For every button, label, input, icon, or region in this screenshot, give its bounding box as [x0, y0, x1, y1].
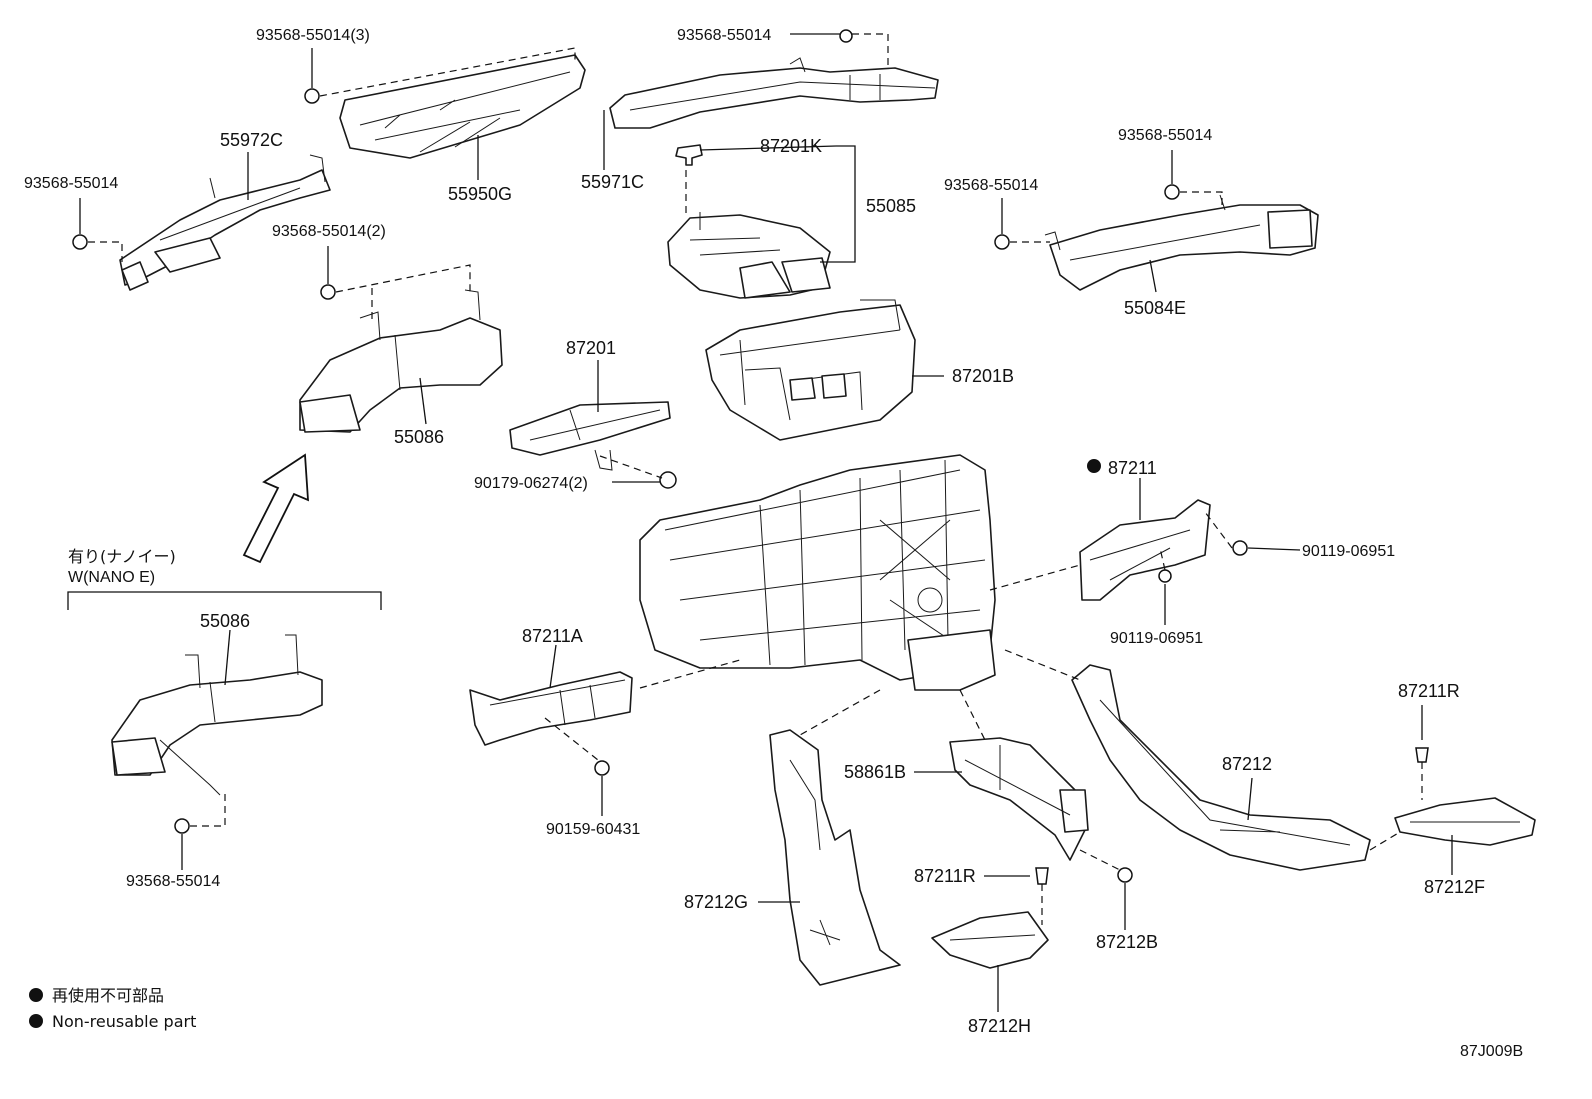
label-93568-55014-left: 93568-55014: [24, 175, 118, 192]
label-87211r-right: 87211R: [1398, 681, 1460, 701]
arrow-icon: [242, 453, 309, 564]
label-93568-55014-r1: 93568-55014: [1118, 127, 1212, 144]
label-87211a: 87211A: [522, 626, 583, 646]
label-93568-55014-top: 93568-55014: [677, 27, 771, 44]
label-90119-06951-b: 90119-06951: [1110, 630, 1203, 647]
part-labels: 93568-55014(3) 93568-55014 55972C 93568-…: [24, 27, 1485, 1036]
label-55950g: 55950G: [448, 184, 512, 204]
label-58861b: 58861B: [844, 762, 906, 782]
variant-label-jp: 有り(ナノイー): [68, 547, 176, 566]
bolt-icon-93568-55014-r2: [994, 234, 1010, 250]
part-55950g-drawing: [339, 54, 586, 159]
label-87201: 87201: [566, 338, 616, 358]
label-87212b: 87212B: [1096, 932, 1158, 952]
part-55085-drawing: [667, 212, 831, 299]
part-87212-drawing: [1071, 664, 1371, 871]
label-87211r-mid: 87211R: [914, 866, 976, 886]
bolt-icon-93568-55014-3: [304, 88, 320, 104]
assembly-lines: [88, 33, 1423, 925]
diagram-code: 87J009B: [1460, 1043, 1523, 1060]
label-87212g: 87212G: [684, 892, 748, 912]
legend: 再使用不可部品 Non-reusable part: [29, 986, 196, 1031]
clip-icon-87212b: [1117, 867, 1133, 883]
non-reusable-marker-icon: [1087, 459, 1101, 473]
part-87201k-drawing: [675, 144, 703, 166]
part-87212g-drawing: [769, 729, 901, 986]
clip-icon-87211r-mid: [1035, 867, 1049, 885]
part-55084e-drawing: [1044, 194, 1319, 291]
part-87212f-drawing: [1394, 797, 1536, 846]
part-55971c-drawing: [609, 57, 939, 129]
legend-dot-icon-jp: [29, 988, 43, 1002]
part-87201b-drawing: [705, 299, 916, 441]
fastener-icons: [72, 29, 1429, 885]
bolt-icon-90119-06951-a: [1232, 540, 1248, 556]
label-87201b: 87201B: [952, 366, 1014, 386]
label-93568-55014-r2: 93568-55014: [944, 177, 1038, 194]
label-87211: 87211: [1108, 458, 1157, 478]
label-93568-55014-3: 93568-55014(3): [256, 27, 370, 44]
bolt-icon-93568-55014-2: [320, 284, 336, 300]
bolt-icon-93568-55014-left: [72, 234, 88, 250]
label-87201k: 87201K: [760, 136, 822, 156]
part-87211-drawing: [1079, 499, 1211, 601]
bolt-icon-93568-55014-r1: [1164, 184, 1180, 200]
bolt-icon-93568-55014-top: [839, 29, 853, 43]
part-55086-upper-drawing: [299, 289, 503, 433]
label-93568-55014-2: 93568-55014(2): [272, 223, 386, 240]
label-55085: 55085: [866, 196, 916, 216]
legend-text-jp: 再使用不可部品: [52, 986, 164, 1005]
label-55084e: 55084E: [1124, 298, 1186, 318]
leader-lines: [79, 33, 1453, 1012]
variant-label-en: W(NANO E): [68, 569, 155, 586]
part-hvac-unit-drawing: [639, 454, 996, 691]
label-55971c: 55971C: [581, 172, 644, 192]
label-87212f: 87212F: [1424, 877, 1485, 897]
clip-icon-87211r-right: [1415, 747, 1429, 763]
label-87212: 87212: [1222, 754, 1272, 774]
legend-dot-icon-en: [29, 1014, 43, 1028]
label-90179-06274-2: 90179-06274(2): [474, 475, 588, 492]
label-87212h: 87212H: [968, 1016, 1031, 1036]
part-55086-lower-drawing: [111, 634, 323, 796]
legend-text-en: Non-reusable part: [52, 1012, 196, 1031]
label-55086-lower: 55086: [200, 611, 250, 631]
part-87201-drawing: [509, 401, 671, 471]
part-58861b-drawing: [949, 737, 1089, 861]
variant-bracket: [67, 591, 382, 610]
label-55086-upper: 55086: [394, 427, 444, 447]
part-55972c-drawing: [119, 154, 331, 291]
label-55972c: 55972C: [220, 130, 283, 150]
nut-icon-90179-06274: [659, 471, 677, 489]
bolt-icon-90159-60431: [594, 760, 610, 776]
label-93568-55014-bottom: 93568-55014: [126, 873, 220, 890]
bolt-icon-93568-55014-bottom: [174, 818, 190, 834]
bolt-icon-90119-06951-b: [1158, 569, 1172, 583]
label-90159-60431: 90159-60431: [546, 821, 640, 838]
label-90119-06951-a: 90119-06951: [1302, 543, 1395, 560]
part-87212h-drawing: [931, 911, 1049, 969]
